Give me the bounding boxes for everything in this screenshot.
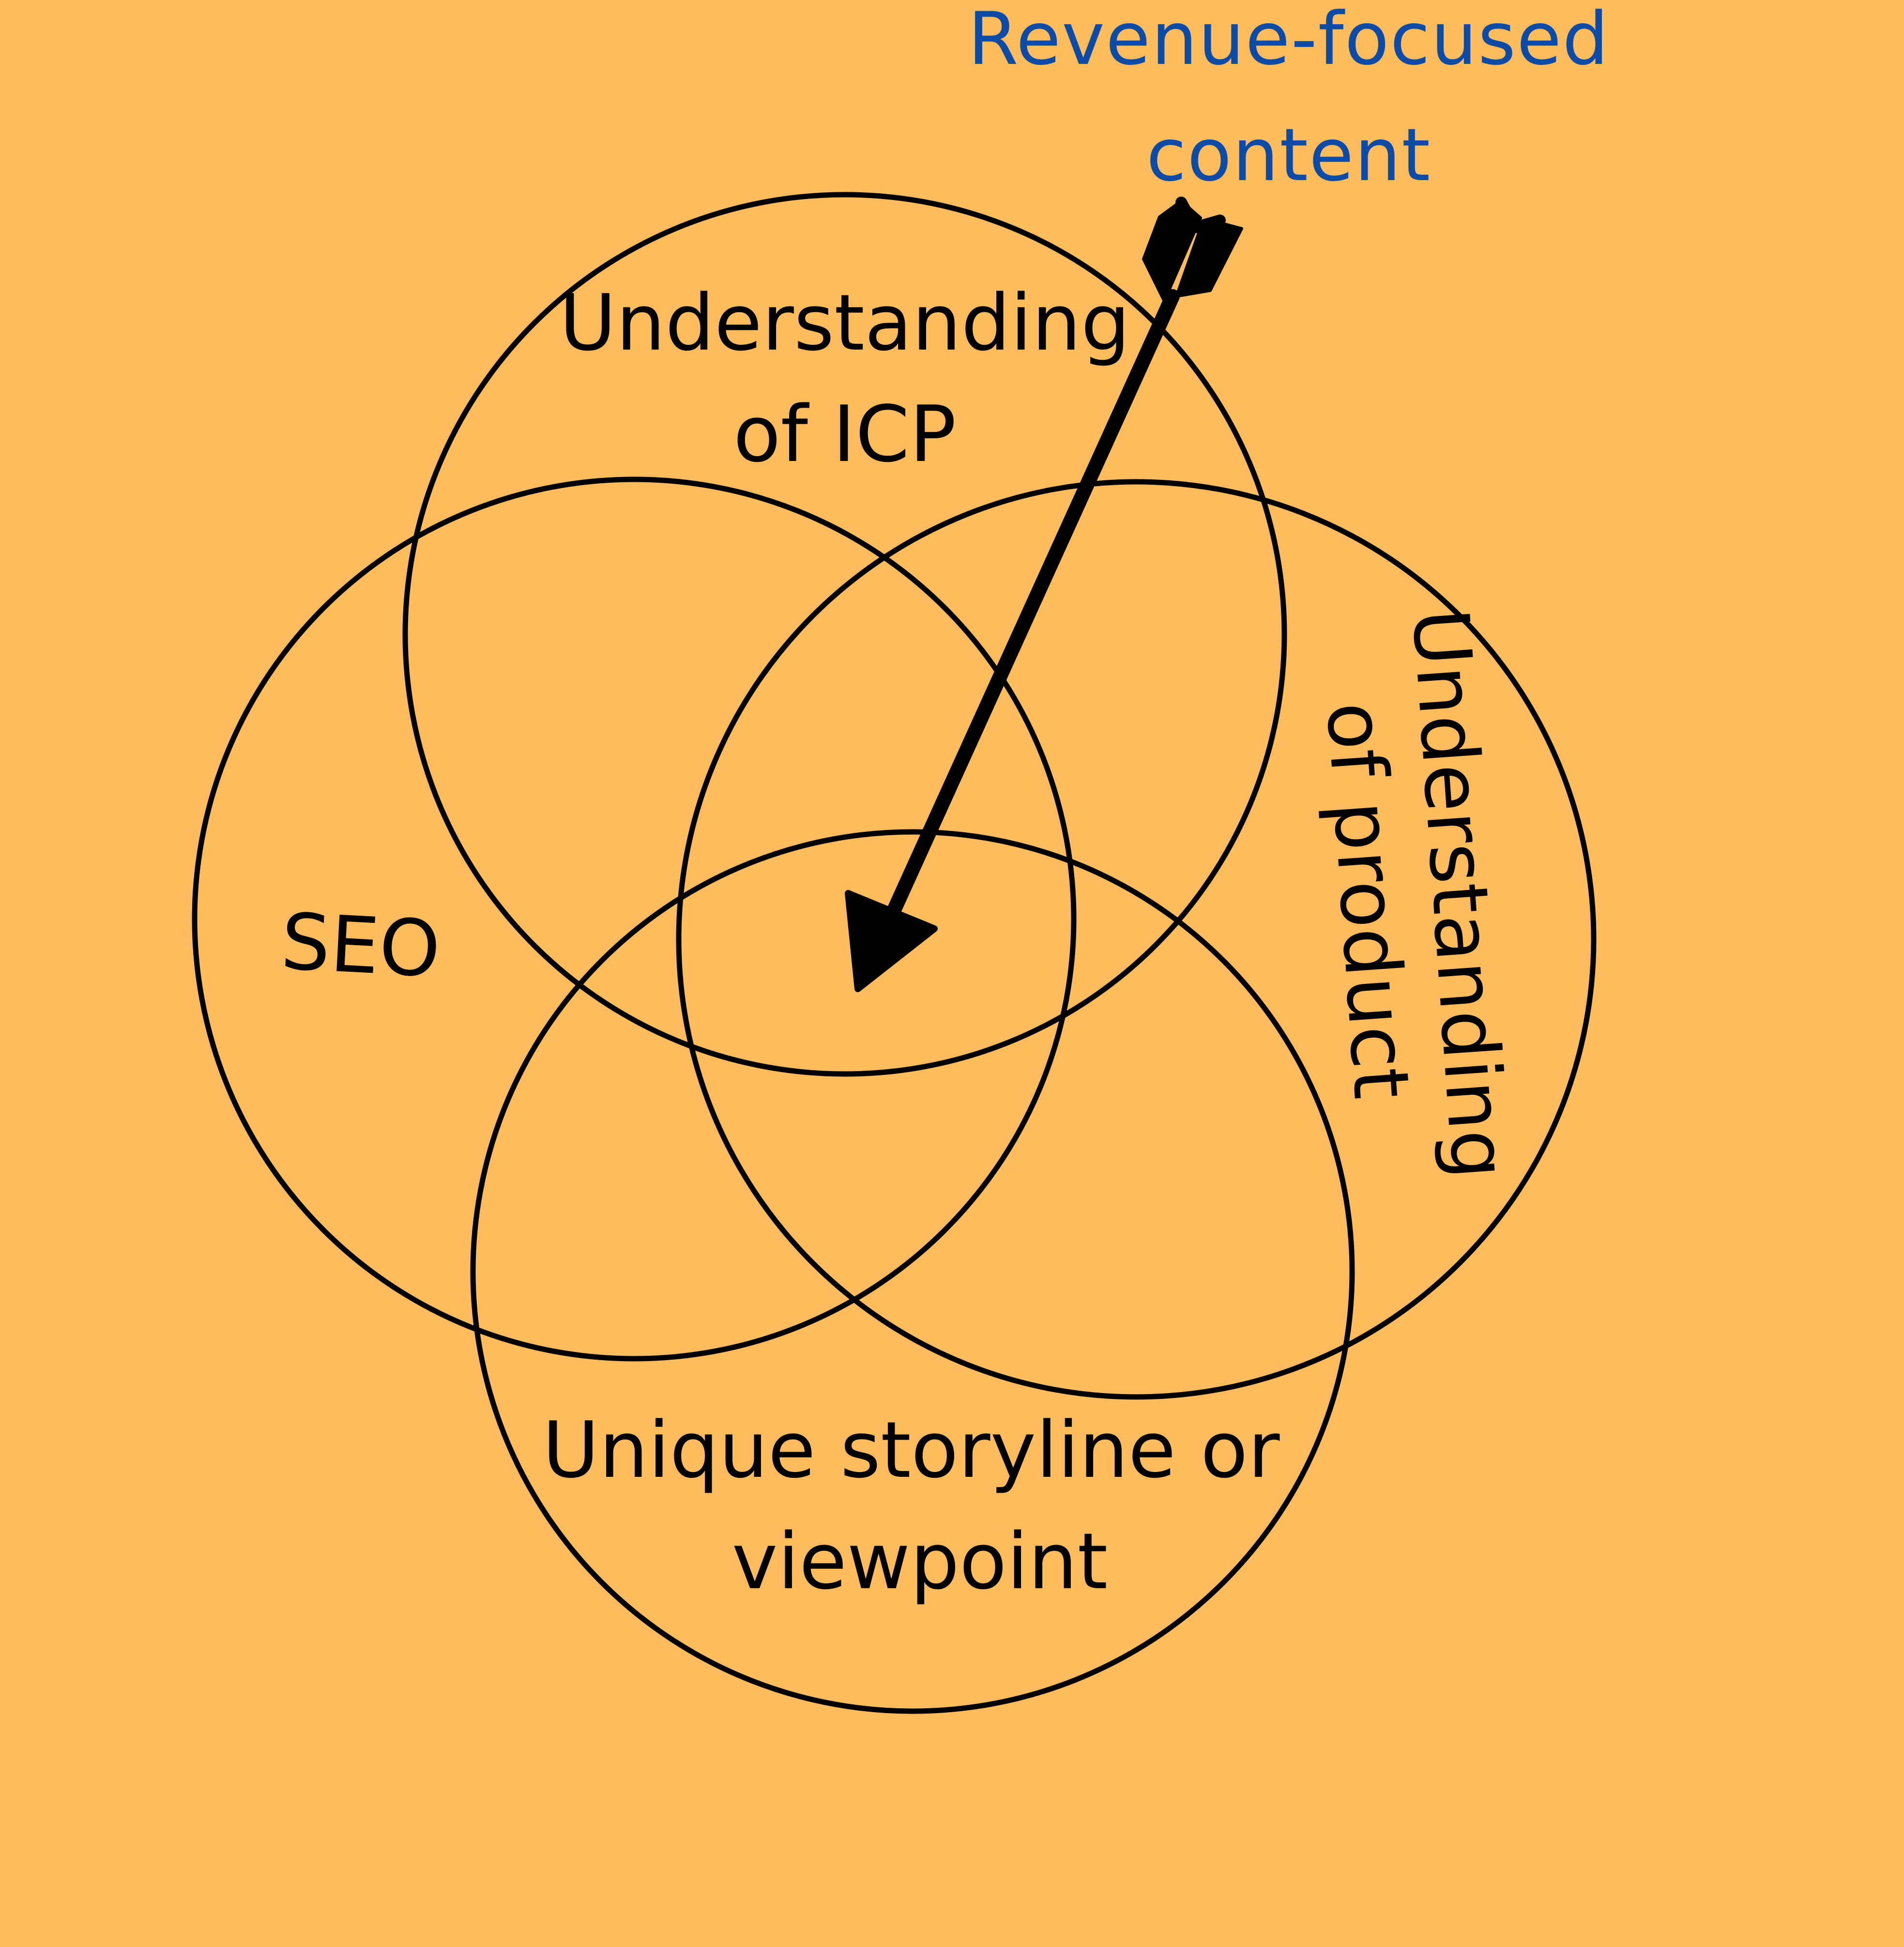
storyline-label-line2: viewpoint <box>732 1516 1108 1607</box>
product-label-group: Understanding of product <box>1309 606 1525 1182</box>
arrow-nock <box>1175 197 1226 233</box>
circle-unique-storyline <box>470 829 1355 1714</box>
circle-understanding-of-product <box>676 479 1597 1400</box>
icp-label-line1: Understanding <box>560 277 1130 368</box>
seo-label: SEO <box>279 896 442 995</box>
storyline-label-line1: Unique storyline or <box>543 1405 1280 1495</box>
diagram-title-line1: Revenue-focused <box>968 0 1609 81</box>
arrow <box>845 197 1243 992</box>
circle-understanding-of-icp <box>402 192 1287 1077</box>
icp-label-line2: of ICP <box>733 389 956 479</box>
arrow-head <box>845 890 938 992</box>
circle-seo <box>192 476 1077 1362</box>
arrow-fletching-1 <box>1142 199 1202 303</box>
arrow-shaft <box>884 289 1180 922</box>
diagram-title-line2: content <box>1146 113 1431 198</box>
